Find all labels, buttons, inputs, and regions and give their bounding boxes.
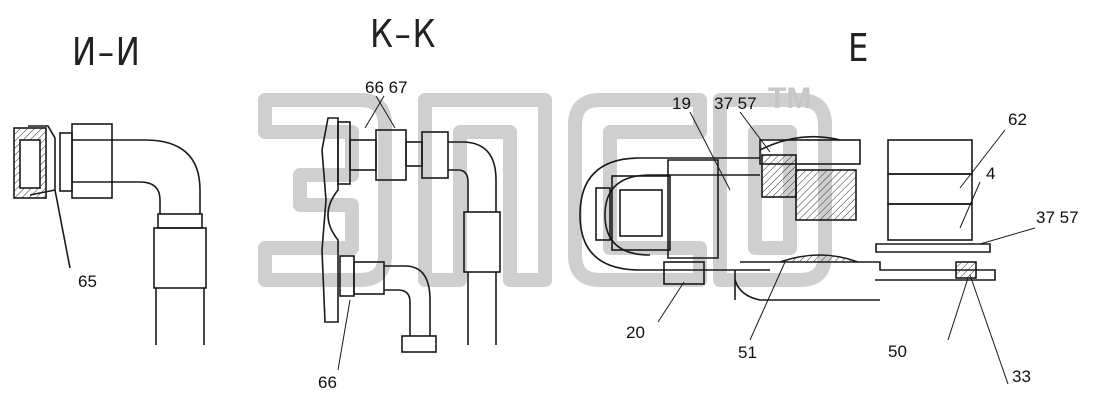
callout-65: 65	[78, 272, 97, 291]
callout-20: 20	[626, 323, 645, 342]
callout-66-67: 66 67	[365, 78, 408, 97]
callout-62: 62	[1008, 110, 1027, 129]
view-title-i-i: И–И	[72, 30, 142, 74]
view-k-drawing	[321, 117, 501, 353]
view-e-drawing	[579, 135, 996, 301]
view-title-e: Е	[848, 26, 871, 70]
callout-37-57-top: 37 57	[714, 94, 757, 113]
callout-33: 33	[1012, 367, 1031, 386]
callout-19: 19	[672, 94, 691, 113]
callout-37-57-right: 37 57	[1036, 208, 1079, 227]
leader-lines	[337, 95, 1036, 385]
view-i-drawing	[13, 123, 207, 345]
watermark-logo	[258, 93, 832, 287]
callout-4: 4	[986, 164, 996, 183]
callout-66: 66	[318, 373, 337, 392]
callout-50: 50	[888, 342, 907, 361]
callout-51: 51	[738, 343, 757, 362]
watermark-trademark: TM	[768, 82, 812, 115]
view-title-k-k: К–К	[370, 12, 438, 56]
